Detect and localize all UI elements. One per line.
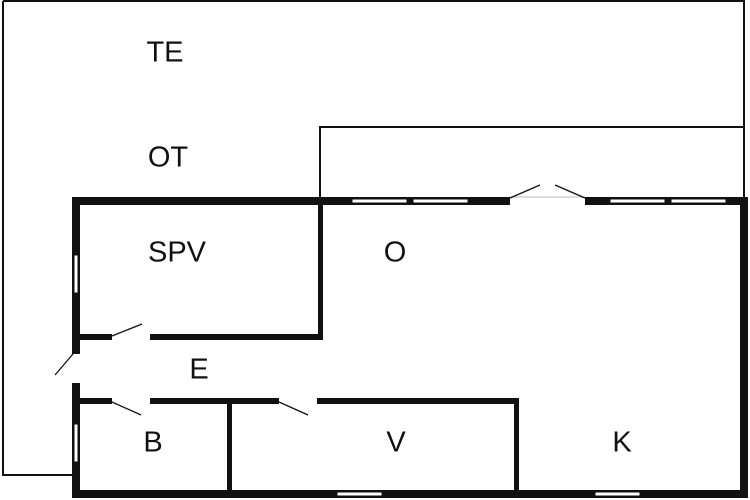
room-label-utility: V	[386, 427, 406, 459]
door-swing-terrace	[509, 184, 586, 199]
wall-utility-kitchen	[514, 400, 519, 492]
door-bath	[112, 397, 150, 405]
terrace-outline	[2, 0, 745, 476]
door-swing-bedroom	[111, 323, 143, 337]
window	[594, 491, 641, 497]
wall-left	[72, 197, 80, 498]
window	[670, 198, 727, 204]
wall-bottom	[72, 490, 748, 498]
window	[412, 198, 469, 204]
wall-bedroom-right	[318, 200, 323, 340]
window	[336, 491, 383, 497]
room-label-kitchen: K	[612, 427, 632, 459]
room-label-bath: B	[143, 427, 162, 459]
door-swing-utility	[278, 401, 309, 416]
window	[73, 254, 79, 294]
room-label-terrace: TE	[146, 37, 183, 69]
window	[609, 198, 666, 204]
room-label-living: O	[384, 237, 407, 269]
wall-right	[740, 197, 748, 498]
room-label-bedroom: SPV	[148, 237, 207, 269]
door-terrace	[510, 196, 585, 206]
door-entrance	[71, 354, 81, 383]
window	[351, 198, 408, 204]
wall-bedroom-bottom	[80, 334, 323, 340]
door-utility	[279, 397, 317, 405]
door-swing-bath	[111, 401, 142, 416]
door-swing-entrance	[54, 353, 74, 376]
wall-bath-utility	[227, 400, 232, 492]
door-bedroom	[112, 333, 150, 341]
window	[73, 423, 79, 463]
room-label-entrance: E	[189, 354, 208, 386]
room-label-outdoor-terrace: OT	[148, 142, 189, 174]
covered-terrace-outline	[319, 126, 743, 200]
wall-top	[72, 197, 748, 205]
